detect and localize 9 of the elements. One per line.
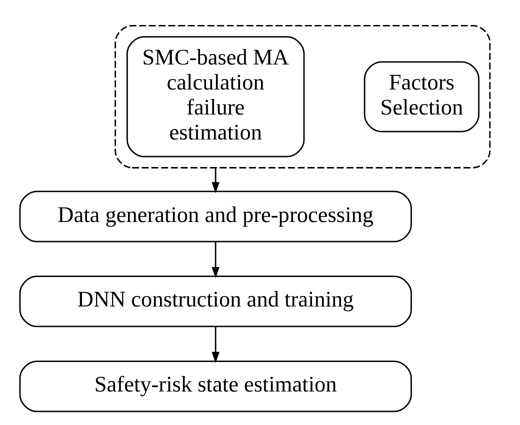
node-box: Safety-risk state estimation <box>18 360 412 412</box>
node-box: Data generation and pre-processing <box>18 190 412 242</box>
node-box: SMC-based MA calculation failure estimation <box>126 36 304 157</box>
arrow <box>211 326 219 363</box>
node-box: DNN construction and training <box>18 275 412 327</box>
arrow <box>211 241 219 278</box>
cluster <box>114 24 490 168</box>
arrow <box>211 167 219 193</box>
node-box: Factors Selection <box>363 60 479 132</box>
